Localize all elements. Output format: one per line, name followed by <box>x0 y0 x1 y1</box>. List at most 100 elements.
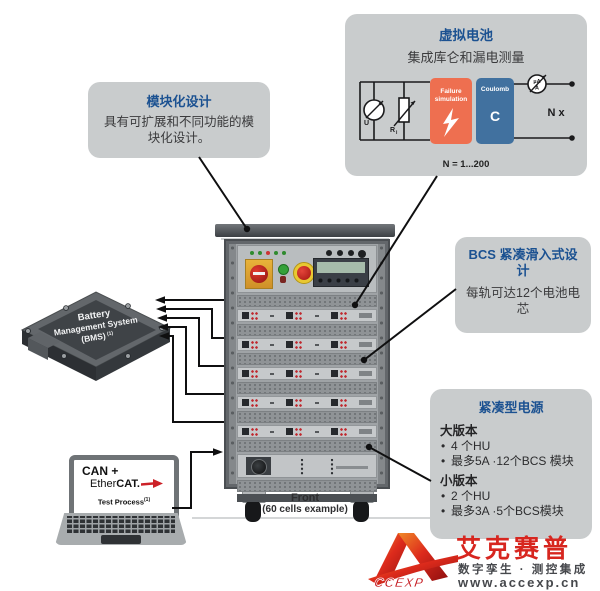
module-label-strip <box>358 429 372 434</box>
bms-arrowhead <box>158 323 168 331</box>
meter-ua-label: µA <box>533 79 540 85</box>
vent-panel <box>237 411 377 423</box>
module-leds <box>339 398 347 407</box>
module-leds <box>251 369 258 378</box>
capacitance-label: C <box>490 108 500 124</box>
resistor-label-sub: i <box>396 130 398 136</box>
front-label-line2: (60 cells example) <box>262 504 348 515</box>
module-connector <box>286 312 294 319</box>
module-mark <box>314 314 319 317</box>
ethercat-prefix: Ether <box>90 478 117 490</box>
main-rotary-switch <box>245 259 273 289</box>
power-large-heading: 大版本 <box>440 424 478 438</box>
module-leds <box>295 340 303 349</box>
status-led-row <box>250 251 254 255</box>
module-connector <box>242 370 249 377</box>
callout-compact-power: 紧凑型电源 大版本 4 个HU 最多5A ·12个BCS 模块 小版本 2 个H… <box>430 389 592 539</box>
bcs-module-row <box>237 367 377 380</box>
rack-inner-panel <box>229 244 385 502</box>
module-connector <box>242 341 249 348</box>
logo-name-cn: 艾克赛普 <box>456 535 573 563</box>
rack-right-rail <box>378 244 385 484</box>
bms-wire-3 <box>166 317 224 367</box>
bms-arrowhead <box>159 332 169 340</box>
bms-label-line1: Battery <box>77 308 112 324</box>
bms-wire-4 <box>167 326 224 395</box>
bms-wire-5 <box>168 335 224 423</box>
module-connector <box>330 312 338 319</box>
ethercat-arrow-icon <box>140 479 163 489</box>
coulomb-block <box>476 78 514 144</box>
module-label-strip <box>358 342 372 347</box>
virtual-battery-title: 虚拟电池 <box>439 28 493 43</box>
lightning-icon <box>443 108 459 137</box>
module-mark <box>314 343 319 346</box>
module-connector <box>330 341 338 348</box>
rack-top-lid <box>215 224 395 240</box>
n-x-label: N x <box>547 107 565 119</box>
meter-a-label: A <box>535 86 539 92</box>
bcs-body: 每轨可达12个电池电芯 <box>466 285 580 316</box>
resistor-label: R <box>390 127 395 134</box>
laptop-keyboard-base <box>55 513 187 545</box>
ethercat-bold: CAT. <box>116 478 140 490</box>
module-label-strip <box>358 400 372 405</box>
bms-device: Battery Management System (BMS) (1) <box>20 291 172 381</box>
power-supply-module <box>237 454 377 478</box>
power-large-item: 最多5A ·12个BCS 模块 <box>440 454 582 470</box>
laptop-keys <box>67 516 175 533</box>
module-leds <box>339 427 347 436</box>
bms-arrowhead <box>157 314 167 322</box>
vent-panel <box>237 324 377 336</box>
accexp-a-mark: CCEXP <box>368 533 458 590</box>
module-leds <box>295 369 303 378</box>
power-module-label <box>336 466 368 469</box>
rack-bottom-bar <box>237 494 377 502</box>
control-knob-row <box>326 250 332 256</box>
module-leds <box>251 398 258 407</box>
module-leds <box>251 311 258 320</box>
ethercat-logo: EtherCAT. <box>90 478 163 490</box>
power-rotary-switch <box>246 457 271 475</box>
module-connector <box>286 341 294 348</box>
module-connector <box>330 370 338 377</box>
test-laptop: CAN + EtherCAT. Test Process(1) <box>55 447 195 549</box>
power-led-column <box>300 458 310 475</box>
module-connector <box>286 399 294 406</box>
modular-title: 模块化设计 <box>146 94 212 109</box>
bms-label-line2: Management System <box>53 314 139 337</box>
bms-arrowhead <box>156 305 166 313</box>
rack-front-label: Front (60 cells example) <box>230 492 380 515</box>
accexp-acronym: CCEXP <box>373 575 425 590</box>
power-small-item: 最多3A ·5个BCS模块 <box>440 504 582 520</box>
modular-body: 具有可扩展和不同功能的模块化设计。 <box>103 115 254 146</box>
module-leds <box>251 427 258 436</box>
laptop-touchpad <box>101 535 141 544</box>
bcs-module-row <box>237 396 377 409</box>
module-leds <box>295 311 303 320</box>
module-mark <box>314 372 319 375</box>
bcs-module-row <box>237 309 377 322</box>
module-connector <box>286 428 294 435</box>
n-range-label: N = 1...200 <box>442 159 490 170</box>
power-small-list: 2 个HU 最多3A ·5个BCS模块 <box>440 489 582 520</box>
module-label-strip <box>358 371 372 376</box>
bcs-module-row <box>237 425 377 438</box>
bms-arrowhead <box>155 296 165 304</box>
power-title: 紧凑型电源 <box>478 400 544 415</box>
bcs-module-row <box>237 338 377 351</box>
module-leds <box>295 427 303 436</box>
module-mark <box>270 401 275 404</box>
vent-panel <box>237 353 377 365</box>
lcd-display <box>313 258 369 287</box>
laptop-screen: CAN + EtherCAT. Test Process(1) <box>69 455 179 521</box>
module-leds <box>339 369 347 378</box>
module-mark <box>270 372 275 375</box>
bms-label-superscript: (1) <box>107 330 114 337</box>
module-mark <box>270 314 275 317</box>
module-connector <box>242 312 249 319</box>
module-mark <box>270 430 275 433</box>
start-button <box>278 264 289 283</box>
rack-control-panel <box>237 245 377 293</box>
failure-label-line2: simulation <box>435 96 468 103</box>
